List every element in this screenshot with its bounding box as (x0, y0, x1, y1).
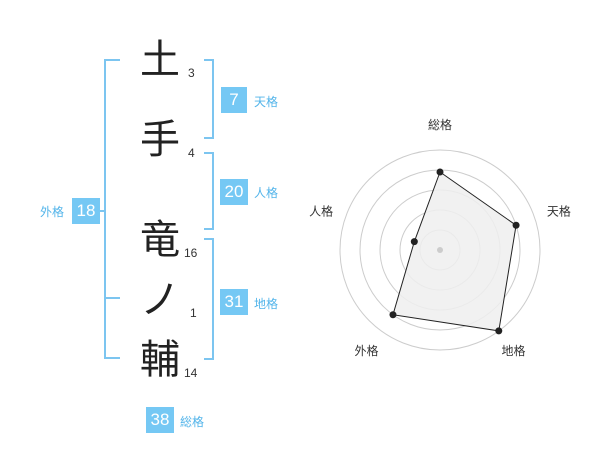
radar-axis-label: 総格 (428, 117, 452, 132)
radar-polygon (392, 171, 517, 332)
tenkaku-badge: 7 (221, 87, 247, 113)
radar-axis-label: 天格 (547, 203, 571, 218)
jinkaku-bracket-bottom (204, 228, 214, 230)
soukaku-label: 総格 (180, 415, 205, 429)
radar-center (437, 247, 443, 253)
radar-axis-label: 地格 (501, 343, 525, 358)
stroke-count-2: 4 (188, 146, 195, 160)
jinkaku-bracket (212, 152, 214, 230)
radar-point (512, 221, 520, 229)
chikaku-badge: 31 (220, 289, 248, 315)
radar-axis-label: 外格 (355, 343, 379, 358)
gaikaku-bracket (104, 59, 106, 359)
jinkaku-label: 人格 (254, 186, 279, 200)
chikaku-label: 地格 (254, 297, 279, 311)
stroke-count-5: 14 (184, 366, 198, 380)
tenkaku-label: 天格 (254, 95, 279, 109)
stroke-count-4: 1 (190, 306, 197, 320)
radar-ring (339, 149, 541, 351)
name-char-2: 手 (140, 117, 180, 163)
gaikaku-bracket-mid (104, 297, 120, 299)
tenkaku-bracket-bottom (204, 137, 214, 139)
radar-point (495, 327, 503, 335)
soukaku-badge: 38 (146, 407, 174, 433)
chikaku-bracket-top (204, 238, 214, 240)
name-char-4: ノ (140, 277, 180, 323)
radar-axis-label: 人格 (309, 203, 333, 218)
tenkaku-bracket-top (204, 59, 214, 61)
gaikaku-label: 外格 (40, 205, 65, 219)
gaikaku-badge: 18 (72, 198, 100, 224)
gaikaku-bracket-bottom (104, 357, 120, 359)
name-char-5: 輔 (140, 337, 180, 383)
jinkaku-bracket-top (204, 152, 214, 154)
jinkaku-badge: 20 (220, 179, 248, 205)
radar-point (436, 168, 444, 176)
stroke-count-3: 16 (184, 246, 198, 260)
stroke-count-1: 3 (188, 66, 195, 80)
radar-point (410, 238, 418, 246)
name-char-1: 土 (140, 37, 180, 83)
name-char-3: 竜 (140, 217, 180, 263)
tenkaku-bracket (212, 59, 214, 139)
gaikaku-bracket-top (104, 59, 120, 61)
gaikaku-connector (96, 210, 105, 212)
chikaku-bracket (212, 238, 214, 360)
chikaku-bracket-bottom (204, 358, 214, 360)
radar-point (389, 311, 397, 319)
